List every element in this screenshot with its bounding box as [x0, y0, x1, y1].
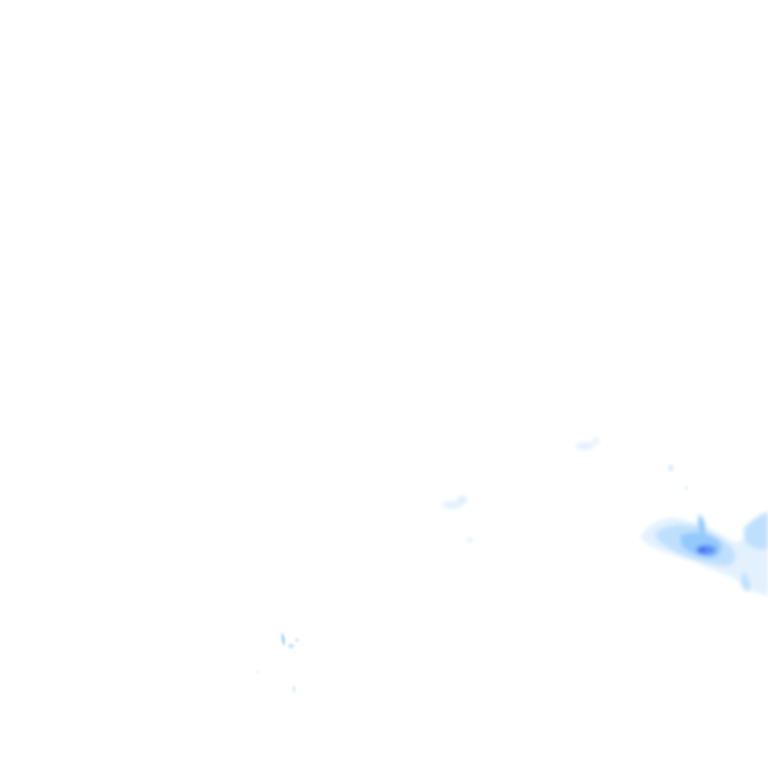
radar-echo-cell [576, 438, 600, 450]
precipitation-band-main [640, 512, 768, 596]
radar-echo-cell [442, 496, 473, 543]
radar-echo-cell [257, 632, 299, 692]
radar-echo-cell [668, 464, 688, 490]
